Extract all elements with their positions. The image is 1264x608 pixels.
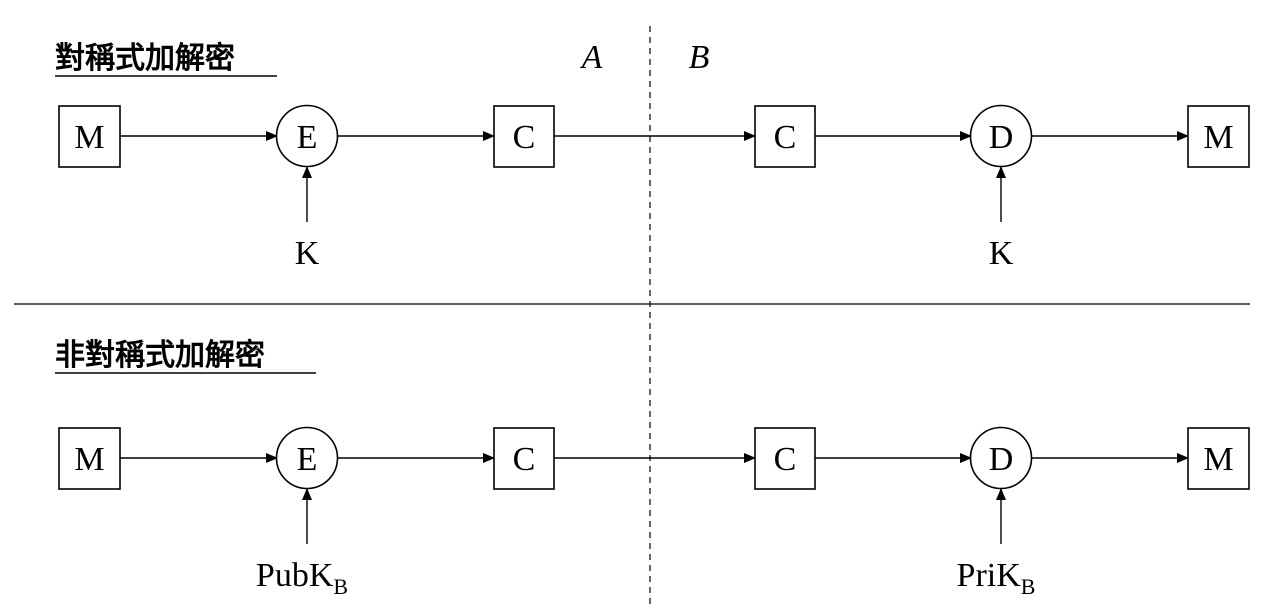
message-box-sender	[58, 105, 121, 168]
public-key-subscript: B	[333, 574, 348, 599]
ciphertext-label-a: C	[513, 119, 536, 156]
ciphertext-box-a	[493, 105, 555, 168]
decrypt-circle	[969, 104, 1033, 168]
public-key-label: PubKB	[256, 557, 348, 599]
ciphertext-box-b	[754, 427, 816, 490]
asymmetric-section: 非對稱式加解密 M E C C D M PubKB PriKB	[55, 338, 1250, 599]
asymmetric-title: 非對稱式加解密	[55, 338, 265, 373]
encrypt-circle	[275, 426, 339, 490]
ciphertext-label-b: C	[774, 119, 797, 156]
decrypt-circle	[969, 426, 1033, 490]
message-label-sender: M	[74, 441, 104, 478]
encrypt-label: E	[297, 119, 318, 156]
encrypt-key-label: K	[295, 235, 320, 272]
ciphertext-label-a: C	[513, 441, 536, 478]
symmetric-title: 對稱式加解密	[55, 41, 235, 76]
decrypt-key-label: K	[989, 235, 1014, 272]
message-box-receiver	[1187, 105, 1250, 168]
ciphertext-box-b	[754, 105, 816, 168]
message-label-sender: M	[74, 119, 104, 156]
ciphertext-box-a	[493, 427, 555, 490]
message-label-receiver: M	[1203, 119, 1233, 156]
party-b-label: B	[689, 39, 710, 76]
encrypt-label: E	[297, 441, 318, 478]
message-box-sender	[58, 427, 121, 490]
symmetric-section: 對稱式加解密 A B M E C C D M K K	[55, 39, 1250, 272]
encrypt-circle	[275, 104, 339, 168]
public-key-base: PubK	[256, 557, 334, 594]
decrypt-label: D	[989, 119, 1014, 156]
private-key-label: PriKB	[957, 557, 1036, 599]
party-a-label: A	[580, 39, 603, 76]
decrypt-label: D	[989, 441, 1014, 478]
private-key-subscript: B	[1021, 574, 1036, 599]
message-box-receiver	[1187, 427, 1250, 490]
message-label-receiver: M	[1203, 441, 1233, 478]
private-key-base: PriK	[957, 557, 1022, 594]
ciphertext-label-b: C	[774, 441, 797, 478]
